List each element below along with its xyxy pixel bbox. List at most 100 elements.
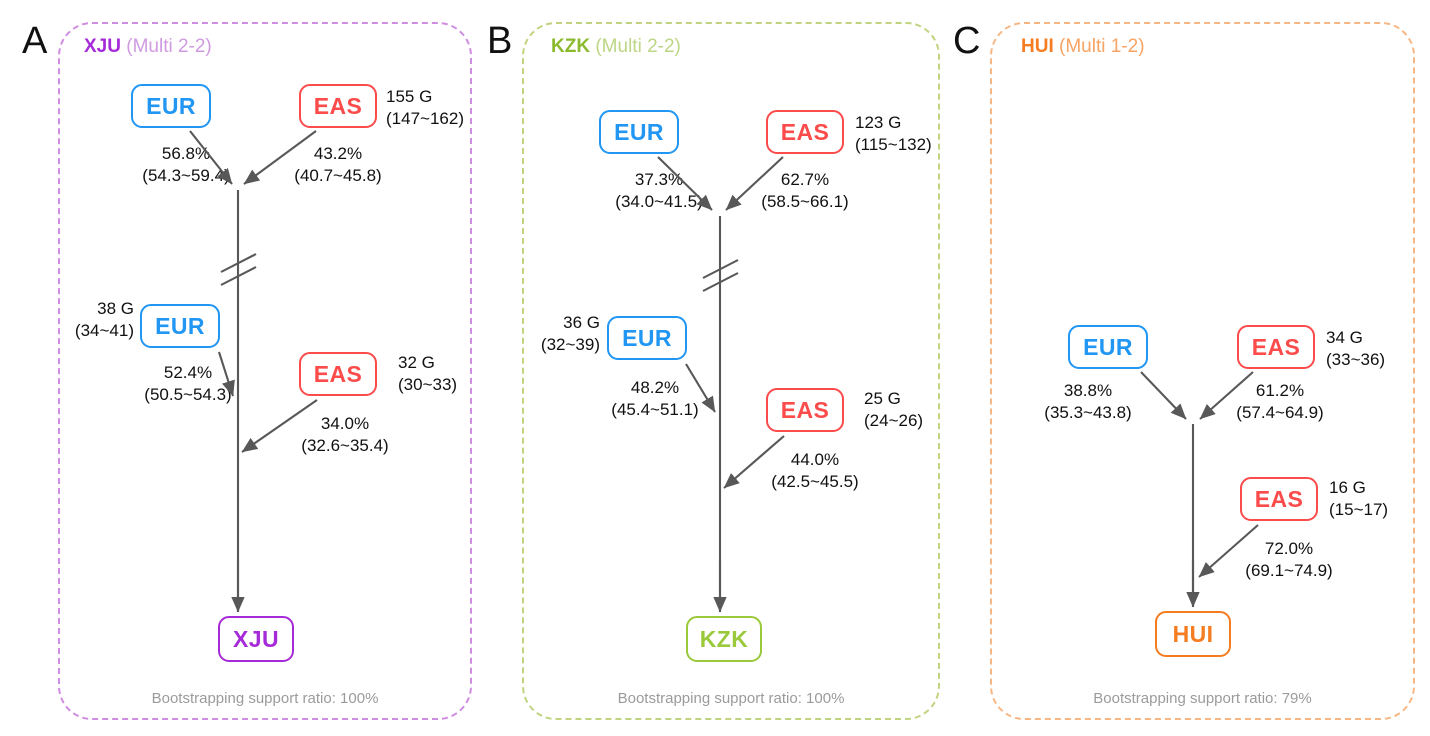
panel-a-title: XJU (Multi 2-2)	[84, 36, 212, 58]
panel-a-generation-eas2: 32 G (30~33)	[398, 352, 457, 396]
panel-a-node-eas1: EAS	[299, 84, 377, 128]
generation-value: 36 G	[563, 313, 600, 332]
panel-c-proportion-eas2: 72.0% (69.1~74.9)	[1231, 538, 1347, 582]
panel-c-generation-eas1: 34 G (33~36)	[1326, 327, 1385, 371]
panel-b-proportion-eur2: 48.2% (45.4~51.1)	[600, 377, 710, 421]
proportion-ci: (54.3~59.4)	[142, 165, 230, 185]
panel-b-proportion-eas1: 62.7% (58.5~66.1)	[750, 169, 860, 213]
panel-b-generation-eur2: 36 G (32~39)	[524, 312, 600, 356]
node-label: EUR	[146, 92, 196, 119]
generation-ci: (24~26)	[864, 410, 924, 430]
panel-c	[990, 22, 1415, 720]
proportion-value: 61.2%	[1255, 381, 1305, 400]
panel-b-node-eas1: EAS	[766, 110, 844, 154]
node-label: EUR	[614, 118, 664, 145]
proportion-value: 37.3%	[634, 170, 684, 189]
generation-value: 16 G	[1329, 478, 1366, 497]
generation-ci: (147~162)	[386, 108, 464, 128]
generation-value: 25 G	[864, 389, 901, 408]
panel-a-proportion-eur1: 56.8% (54.3~59.4)	[140, 143, 232, 187]
generation-ci: (30~33)	[398, 374, 458, 394]
panel-c-node-eur1: EUR	[1068, 325, 1148, 369]
generation-ci: (32~39)	[540, 334, 600, 354]
panel-c-footer: Bootstrapping support ratio: 79%	[1093, 690, 1312, 707]
panel-a-title-model: (Multi 2-2)	[120, 36, 212, 57]
panel-c-title: HUI (Multi 1-2)	[1021, 36, 1145, 58]
panel-c-generation-eas2: 16 G (15~17)	[1329, 477, 1388, 521]
panel-a-node-target: XJU	[218, 616, 294, 662]
panel-b-footer: Bootstrapping support ratio: 100%	[617, 690, 845, 707]
proportion-value: 56.8%	[161, 144, 211, 163]
panel-b-title-code: KZK	[551, 36, 591, 57]
proportion-ci: (58.5~66.1)	[761, 191, 849, 211]
panel-c-letter: C	[953, 20, 981, 62]
node-label: EUR	[622, 324, 672, 351]
proportion-ci: (32.6~35.4)	[301, 435, 389, 455]
proportion-value: 34.0%	[320, 414, 370, 433]
panel-b	[522, 22, 940, 720]
generation-ci: (115~132)	[855, 134, 932, 154]
node-label: XJU	[233, 625, 279, 652]
panel-b-generation-eas2: 25 G (24~26)	[864, 388, 923, 432]
node-label: EAS	[1251, 333, 1301, 360]
node-label: EUR	[1083, 333, 1133, 360]
proportion-ci: (69.1~74.9)	[1245, 560, 1333, 580]
generation-ci: (15~17)	[1329, 499, 1389, 519]
panel-a-generation-eur2: 38 G (34~41)	[58, 298, 134, 342]
panel-a-proportion-eas1: 43.2% (40.7~45.8)	[283, 143, 393, 187]
generation-ci: (34~41)	[74, 320, 134, 340]
generation-ci: (33~36)	[1326, 349, 1386, 369]
panel-a-proportion-eas2: 34.0% (32.6~35.4)	[287, 413, 403, 457]
proportion-ci: (42.5~45.5)	[771, 471, 859, 491]
panel-c-proportion-eur1: 38.8% (35.3~43.8)	[1028, 380, 1148, 424]
proportion-ci: (40.7~45.8)	[294, 165, 382, 185]
panel-b-proportion-eas2: 44.0% (42.5~45.5)	[757, 449, 873, 493]
panel-c-node-eas1: EAS	[1237, 325, 1315, 369]
panel-b-node-eur2: EUR	[607, 316, 687, 360]
panel-a-proportion-eur2: 52.4% (50.5~54.3)	[133, 362, 243, 406]
panel-c-title-code: HUI	[1021, 36, 1054, 57]
panel-a-node-eur1: EUR	[131, 84, 211, 128]
node-label: EUR	[155, 312, 205, 339]
panel-c-proportion-eas1: 61.2% (57.4~64.9)	[1222, 380, 1338, 424]
node-label: HUI	[1172, 620, 1214, 647]
proportion-ci: (45.4~51.1)	[611, 399, 699, 419]
proportion-value: 38.8%	[1063, 381, 1113, 400]
panel-a-title-code: XJU	[84, 36, 121, 57]
panel-b-proportion-eur1: 37.3% (34.0~41.5)	[604, 169, 714, 213]
panel-a-footer: Bootstrapping support ratio: 100%	[151, 690, 379, 707]
proportion-ci: (35.3~43.8)	[1044, 402, 1132, 422]
panel-b-generation-eas1: 123 G (115~132)	[855, 112, 932, 156]
panel-c-node-target: HUI	[1155, 611, 1231, 657]
node-label: EAS	[780, 118, 830, 145]
proportion-ci: (50.5~54.3)	[144, 384, 232, 404]
node-label: EAS	[780, 396, 830, 423]
node-label: EAS	[313, 360, 363, 387]
panel-b-title: KZK (Multi 2-2)	[551, 36, 681, 58]
panel-a-generation-eas1: 155 G (147~162)	[386, 86, 464, 130]
generation-value: 34 G	[1326, 328, 1363, 347]
proportion-ci: (57.4~64.9)	[1236, 402, 1324, 422]
panel-b-node-eas2: EAS	[766, 388, 844, 432]
panel-a	[58, 22, 472, 720]
proportion-value: 62.7%	[780, 170, 830, 189]
generation-value: 32 G	[398, 353, 435, 372]
generation-value: 123 G	[855, 113, 902, 132]
panel-b-letter: B	[487, 20, 513, 62]
proportion-value: 52.4%	[163, 363, 213, 382]
panel-b-node-target: KZK	[686, 616, 762, 662]
node-label: EAS	[313, 92, 363, 119]
proportion-value: 48.2%	[630, 378, 680, 397]
node-label: KZK	[699, 625, 749, 652]
panel-b-node-eur1: EUR	[599, 110, 679, 154]
panel-b-title-model: (Multi 2-2)	[590, 36, 681, 57]
generation-value: 38 G	[97, 299, 134, 318]
panel-a-letter: A	[22, 20, 48, 62]
proportion-value: 72.0%	[1264, 539, 1314, 558]
panel-c-title-model: (Multi 1-2)	[1053, 36, 1145, 57]
panel-a-node-eur2: EUR	[140, 304, 220, 348]
panel-c-node-eas2: EAS	[1240, 477, 1318, 521]
proportion-value: 43.2%	[313, 144, 363, 163]
panel-a-node-eas2: EAS	[299, 352, 377, 396]
proportion-ci: (34.0~41.5)	[615, 191, 703, 211]
